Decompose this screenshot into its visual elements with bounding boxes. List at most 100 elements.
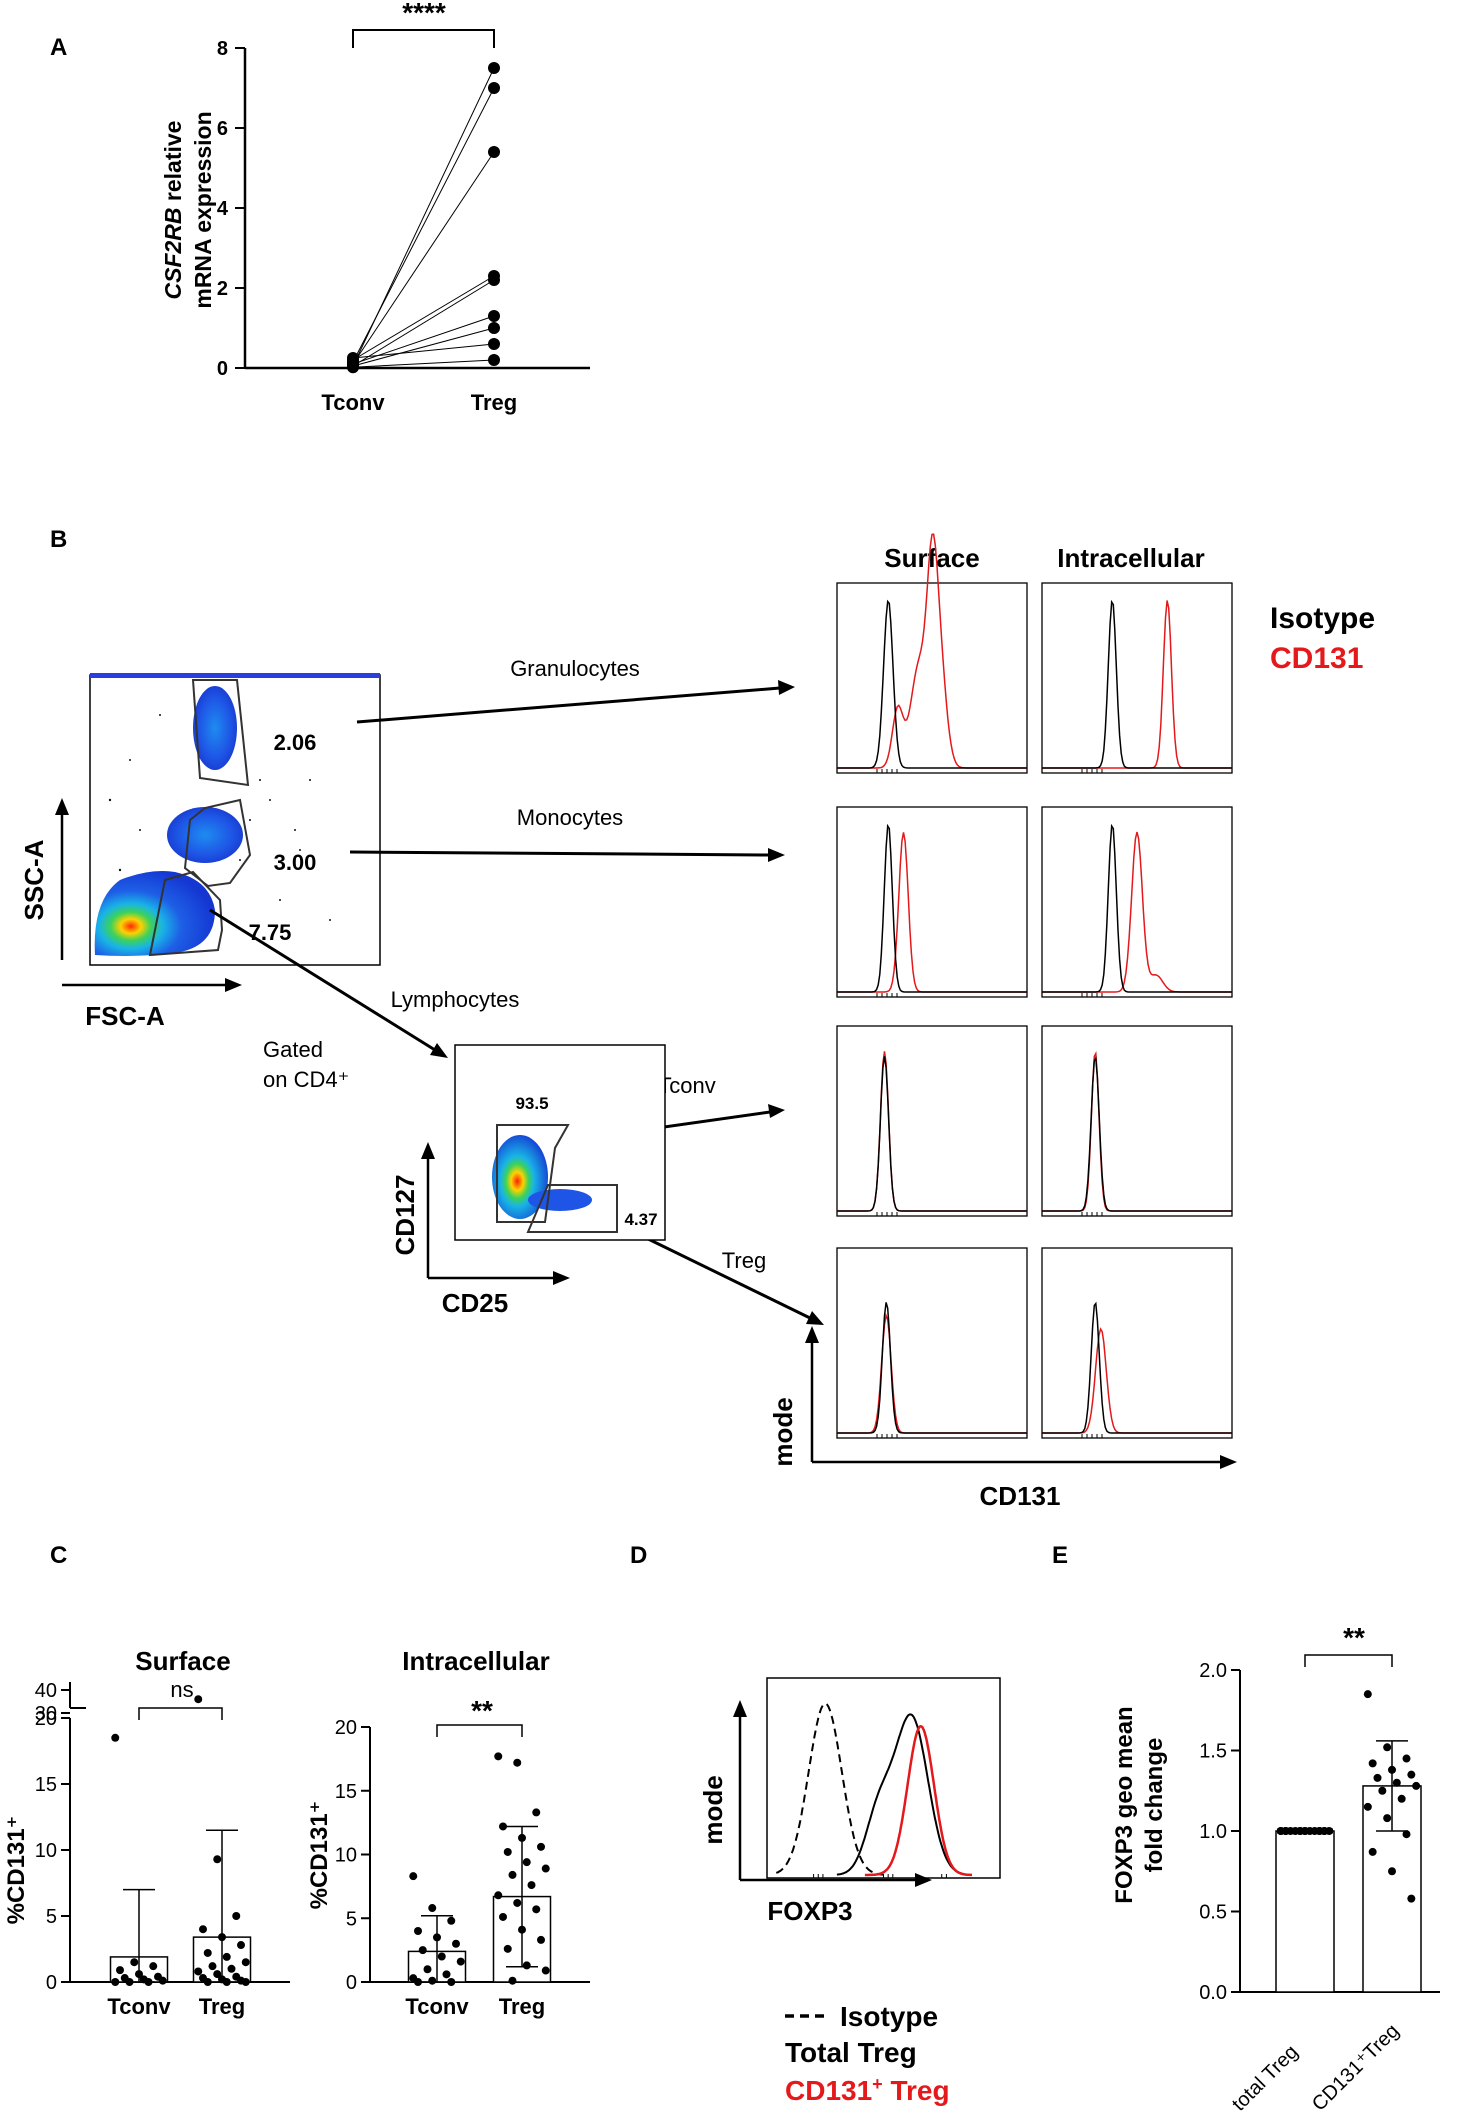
treg-point [488,274,500,286]
ytick-label: 0.0 [1199,1982,1227,2004]
data-point [1388,1765,1396,1774]
pair-line [352,343,495,359]
panel-a-ytick-label: 8 [217,38,228,60]
panel-a-ytick-label: 2 [217,278,228,300]
foxp3-total-treg-curve [836,1713,966,1876]
isotype-histogram-curve [837,599,1027,769]
data-point [158,1976,167,1985]
data-point [494,1752,503,1761]
data-point [1368,1759,1377,1768]
pct-lymphocytes: 7.75 [249,920,292,945]
data-point [1407,1770,1416,1779]
data-point [241,1958,250,1967]
data-point [522,1858,531,1867]
pair-line [352,87,495,363]
axis-fsc: FSC-A [85,1001,165,1031]
histogram-frame [1041,1025,1233,1217]
significance-bracket [436,1724,523,1737]
data-point [447,1916,456,1925]
panel-a-ylabel-gene: CSF2RB [160,207,186,299]
data-point [213,1855,222,1864]
data-point [1373,1773,1382,1782]
ytick-label: 1.0 [1199,1821,1227,1843]
col-title-intracellular: Intracellular [1057,543,1204,573]
tconv-point [347,361,359,374]
panel-a-ylabel-line1: CSF2RB relative [160,121,186,300]
xtick-label: Treg [499,1994,545,2019]
histogram-frame [836,1247,1028,1439]
pair-line [352,327,495,367]
data-point [503,1944,512,1953]
isotype-histogram-curve [837,1056,1027,1212]
ytick-label: 20 [335,1717,357,1739]
ytick-label: 10 [335,1845,357,1867]
panel-e-ylabel-line1: FOXP3 geo mean [1111,1706,1138,1903]
panel-e-ylabel-line2: fold change [1141,1738,1168,1873]
panel-a-significance-bracket [352,29,495,48]
data-point [508,1870,517,1879]
pair-line [352,275,495,361]
gate-label-granulocytes: Granulocytes [510,656,640,681]
isotype-histogram-curve [1042,599,1232,769]
ytick-label: 0 [346,1972,357,1994]
data-point [423,1965,432,1974]
data-point [1383,1743,1392,1752]
panel-label-d: D [630,1542,647,1569]
data-point [541,1966,550,1975]
data-point [1378,1786,1387,1795]
data-point [237,1941,245,1950]
treg-point [488,82,500,94]
ytick-label: 0.5 [1199,1902,1227,1924]
data-point [1397,1794,1406,1803]
foxp3-cd131-treg-curve [864,1725,972,1877]
data-point [1383,1814,1392,1823]
axis-cd25: CD25 [442,1288,508,1318]
data-point [194,1695,203,1704]
axis-mode: mode [768,1397,798,1466]
data-point [227,1964,236,1973]
gated-on-line2: on CD4⁺ [263,1067,349,1092]
data-point [409,1872,418,1881]
histogram-frame [1041,806,1233,998]
pct-monocytes: 3.00 [274,850,317,875]
axis-cd131: CD131 [980,1481,1061,1511]
panel-c-charts: %CD131⁺ %CD131⁺ Surface Intracellular ns… [3,1646,590,2019]
histogram-frame [1041,582,1233,774]
legend-cd131: CD131 [1270,642,1363,675]
panel-c-surface-title: Surface [135,1646,230,1676]
ytick-label: 2.0 [1199,1660,1227,1682]
data-point [149,1962,158,1971]
panel-a-axes [243,48,590,370]
isotype-histogram-curve [1042,1301,1232,1434]
data-point [499,1822,507,1831]
panel-d-legend-total: Total Treg [785,2037,917,2068]
data-point [494,1891,503,1900]
data-point [116,1966,124,1975]
panel-c-intracellular-title: Intracellular [402,1646,549,1676]
xtick-label: Treg [199,1994,245,2019]
gate-label-treg: Treg [722,1248,766,1273]
data-point [537,1935,545,1944]
treg-point [488,146,500,158]
isotype-histogram-curve [1042,823,1232,993]
panel-c-surface-ylabel: %CD131⁺ [3,1816,30,1925]
data-point [241,1978,250,1986]
panel-e-chart: FOXP3 geo mean fold change ** 0.00.51.01… [1111,1622,1440,2116]
isotype-histogram-curve [1042,1055,1232,1212]
data-point [508,1976,517,1985]
data-point [447,1978,456,1986]
data-point [499,1912,507,1921]
data-point [1407,1894,1416,1903]
data-point [527,1881,536,1890]
data-point [1402,1754,1411,1763]
data-point [111,1978,120,1986]
panel-a-paired-data [347,62,500,374]
tconv-point [347,352,359,364]
panel-d-axis-foxp3: FOXP3 [767,1896,852,1926]
pct-granulocytes: 2.06 [274,730,317,755]
panel-label-a: A [50,34,67,61]
panel-b-flow: 2.06 3.00 7.75 SSC-A FSC-A Granulocytes … [19,533,1375,1511]
data-point [194,1967,203,1976]
